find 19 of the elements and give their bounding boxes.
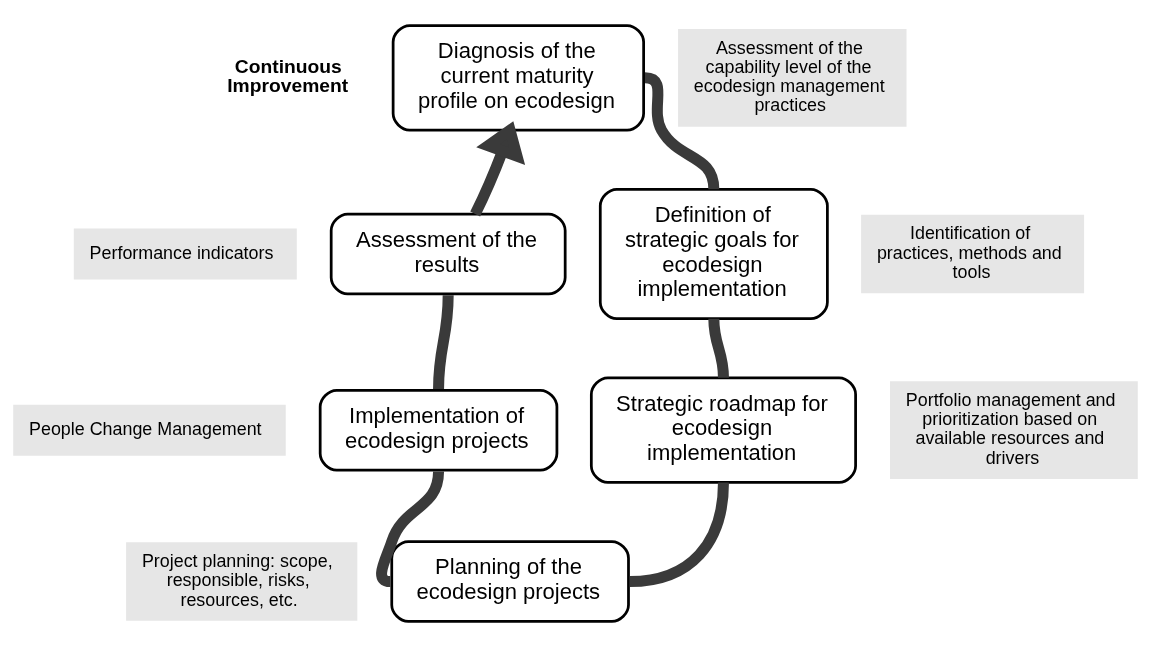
node-box: Planning of the ecodesign projects bbox=[390, 539, 630, 623]
node-box: Implementation of ecodesign projects bbox=[318, 388, 559, 471]
connector bbox=[629, 481, 729, 587]
node-box: Definition of strategic goals for ecodesign implementation bbox=[598, 187, 829, 320]
connector bbox=[376, 470, 445, 587]
label: Continuous Improvement bbox=[227, 55, 349, 96]
node-label: Performance indicators bbox=[89, 242, 274, 263]
connector bbox=[708, 318, 729, 378]
node-label: Portfolio management and prioritization based on available resources and drivers bbox=[905, 389, 1116, 468]
node-box: Diagnosis of the current maturity profile on ecodesign bbox=[391, 23, 645, 131]
node-label: Project planning: scope, responsible, risks, resources, etc. bbox=[141, 550, 333, 610]
connector bbox=[644, 71, 720, 190]
connector bbox=[433, 294, 454, 389]
node-label: People Change Management bbox=[29, 418, 262, 439]
node-label: Identification of practices, methods and tools bbox=[876, 222, 1062, 282]
node-box: Strategic roadmap for ecodesign implementation bbox=[589, 376, 857, 484]
node-label: Assessment of the capability level of the ecodesign management practices bbox=[693, 37, 885, 115]
node-box: Assessment of the results bbox=[329, 212, 567, 295]
arrow bbox=[470, 120, 526, 216]
